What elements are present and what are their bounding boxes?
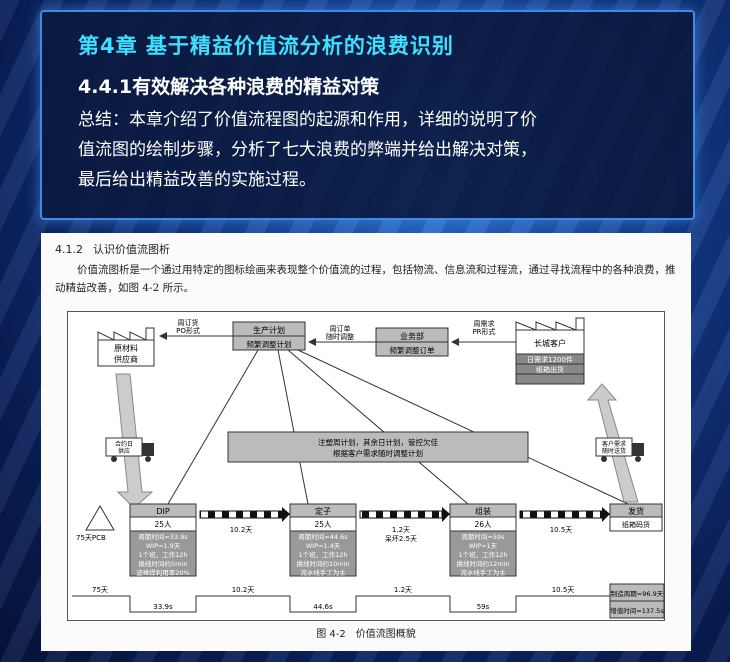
process-assembly: 组装 26人 周期时间=59s WIP=1天 1个班，工作12h 换线时间约12…: [449, 503, 517, 577]
vsm-diagram: 原材料 供应商 长城客户 日需求1200件 纸箱出货 生产计划 频繁调整计划: [72, 317, 665, 619]
schedule-box: 注塑周计划，其余日计划，管控欠佳 根据客户需求随时调整计划: [227, 431, 529, 463]
timeline-days: 10.5天: [552, 586, 575, 594]
process-data-line: WIP=1.9天: [146, 542, 181, 550]
process-name: 定子: [315, 506, 331, 516]
inventory-label: 10.2天: [230, 526, 253, 534]
inventory-triangle: 75天PCB: [76, 505, 115, 542]
process-operators: 纸箱码货: [622, 520, 650, 529]
customer-shipping: 纸箱出货: [536, 365, 564, 374]
supplier-factory: 原材料 供应商: [97, 327, 155, 367]
timeline-days: 10.2天: [232, 586, 255, 594]
sales-title: 业务部: [400, 331, 424, 341]
timeline: [72, 595, 610, 613]
supplier-label-1: 原材料: [114, 343, 138, 353]
process-dip: DIP 25人 周期时间=33.9s WIP=1.9天 1个班，工作12h 换线…: [129, 503, 197, 577]
process-data-line: 周期时间=44.6s: [298, 532, 348, 541]
truck-out-label-2: 随时送货: [602, 447, 626, 455]
process-data-box: 周期时间=33.9s WIP=1.9天 1个班，工作12h 换线时间约5min …: [129, 530, 197, 577]
process-name: DIP: [156, 507, 170, 516]
push-arrow: [199, 510, 283, 519]
production-control-box: 生产计划 频繁调整计划: [232, 321, 306, 351]
truck-in-icon: 合约日 供应: [105, 437, 154, 462]
push-arrow: [519, 510, 603, 519]
info-customer-2: PR形式: [472, 327, 495, 336]
lead-time: 制造周期=96.9天: [611, 589, 664, 598]
schedule-line-1: 注塑周计划，其余日计划，管控欠佳: [318, 437, 438, 447]
process-data-line: 换线时间约10min: [296, 559, 349, 568]
info-sales-1: 周订单: [330, 324, 351, 333]
process-data-line: 换线时间约12min: [456, 559, 509, 568]
timeline-time: 33.9s: [153, 603, 173, 611]
customer-factory: 长城客户 日需求1200件 纸箱出货: [515, 317, 585, 385]
info-customer-1: 周需求: [474, 319, 495, 328]
timeline-time: 44.6s: [313, 603, 333, 611]
info-supplier-2: PO形式: [176, 326, 200, 335]
truck-in-label-2: 供应: [118, 447, 130, 455]
process-data-line: 流水线手工为主: [300, 568, 346, 577]
process-operators: 26人: [474, 520, 492, 529]
inventory-label: 呆坏2.5天: [385, 535, 417, 543]
timeline-time: 59s: [477, 603, 490, 611]
value-stream-map: 原材料 供应商 长城客户 日需求1200件 纸箱出货 生产计划 频繁调整计划: [67, 311, 665, 621]
supplier-inventory: 75天PCB: [76, 534, 106, 542]
doc-section-number: 4.1.2: [55, 243, 83, 256]
timeline-days: 75天: [92, 586, 108, 594]
supplier-label-2: 供应商: [114, 354, 138, 364]
truck-out-icon: 客户需求 随时送货: [595, 437, 644, 462]
process-data-box: 周期时间=59s WIP=1天 1个班，工作12h 换线时间约12min 流水线…: [449, 530, 517, 577]
process-data-line: 1个班，工作12h: [298, 550, 347, 559]
push-arrow: [359, 510, 443, 519]
production-control-title: 生产计划: [253, 325, 285, 335]
figure-caption: 图 4-2 价值流图概貌: [316, 629, 416, 640]
process-name: 组装: [475, 506, 491, 516]
summary-line: 最后给出精益改善的实施过程。: [78, 170, 316, 190]
process-data-line: 周期时间=33.9s: [138, 532, 188, 541]
truck-in-label-1: 合约日: [115, 440, 133, 448]
inventory-label: 1.2天: [392, 526, 410, 534]
sales-sub: 频繁调整订单: [390, 345, 435, 355]
process-data-line: WIP=1天: [469, 542, 498, 550]
timeline-days: 1.2天: [394, 586, 412, 594]
process-stator: 定子 25人 周期时间=44.6s WIP=1.4天 1个班，工作12h 换线时…: [289, 503, 357, 577]
lead-time-summary: 制造周期=96.9天 增值时间=137.5s: [609, 583, 665, 619]
customer-name: 长城客户: [534, 338, 566, 348]
chapter-summary-card: 第4章 基于精益价值流分析的浪费识别 4.4.1有效解决各种浪费的精益对策 总结…: [40, 10, 695, 220]
process-data-box: 周期时间=44.6s WIP=1.4天 1个班，工作12h 换线时间约10min…: [289, 530, 357, 577]
schedule-line-2: 根据客户需求随时调整计划: [333, 448, 423, 458]
inventory-label: 10.5天: [550, 526, 573, 534]
process-data-line: 1个班，工作12h: [138, 550, 187, 559]
truck-out-label-1: 客户需求: [602, 440, 626, 448]
info-supplier-1: 周订货: [178, 318, 199, 327]
process-data-line: 周期时间=59s: [461, 532, 505, 541]
process-data-line: 流水线手工为主: [460, 568, 506, 577]
chapter-title: 第4章 基于精益价值流分析的浪费识别: [78, 34, 454, 58]
schedule-lines: [167, 349, 629, 505]
doc-section-heading: 4.1.2 认识价值流图析: [55, 241, 677, 257]
production-control-sub: 频繁调整计划: [247, 339, 292, 349]
document-page: 4.1.2 认识价值流图析 价值流图析是一个通过用特定的图标绘画来表现整个价值流的…: [41, 233, 691, 651]
process-shipping: 发货 纸箱码货: [609, 503, 663, 532]
doc-section-title: 认识价值流图析: [93, 243, 170, 256]
process-data-line: 波峰焊利用率20%: [136, 568, 189, 577]
process-name: 发货: [628, 506, 644, 516]
doc-paragraph: 价值流图析是一个通过用特定的图标绘画来表现整个价值流的过程，包括物流、信息流和过…: [55, 264, 676, 294]
summary-text: 总结：本章介绍了价值流程图的起源和作用，详细的说明了价 值流图的绘制步骤，分析了…: [78, 105, 671, 195]
process-data-line: WIP=1.4天: [306, 542, 341, 550]
sales-box: 业务部 频繁调整订单: [375, 327, 449, 357]
summary-line: 总结：本章介绍了价值流程图的起源和作用，详细的说明了价: [78, 110, 537, 130]
process-operators: 25人: [154, 520, 172, 529]
value-time: 增值时间=137.5s: [610, 606, 664, 615]
summary-line: 值流图的绘制步骤，分析了七大浪费的弊端并给出解决对策，: [78, 140, 537, 160]
section-title: 4.4.1有效解决各种浪费的精益对策: [78, 76, 380, 98]
process-data-line: 1个班，工作12h: [458, 550, 507, 559]
process-operators: 25人: [314, 520, 332, 529]
customer-demand: 日需求1200件: [527, 355, 573, 364]
process-data-line: 换线时间约5min: [139, 559, 188, 568]
info-sales-2: 随时调整: [326, 332, 354, 341]
